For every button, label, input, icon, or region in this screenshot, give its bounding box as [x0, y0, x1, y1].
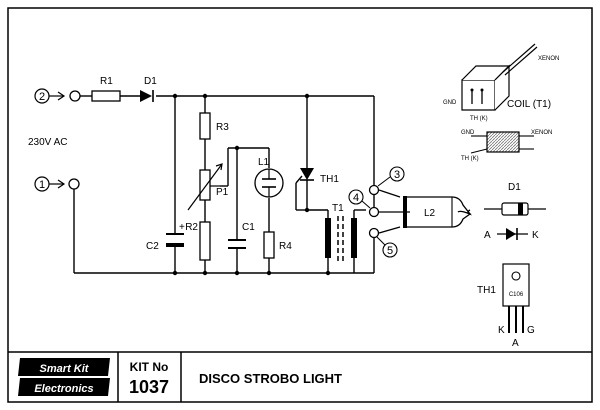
transformer-t1: T1 [325, 203, 357, 262]
coil-3d-legend: XENON GND TH (K) COIL (T1) [443, 43, 559, 122]
svg-text:D1: D1 [144, 76, 157, 87]
svg-text:R1: R1 [100, 76, 113, 87]
svg-text:GND: GND [461, 130, 475, 136]
svg-text:A: A [512, 338, 519, 349]
project-title: DISCO STROBO LIGHT [199, 371, 342, 386]
svg-text:TH (K): TH (K) [461, 156, 479, 162]
junction-dots [172, 93, 331, 276]
diode-d1: D1 [140, 76, 157, 102]
svg-text:R2: R2 [185, 222, 198, 233]
thyristor-th1: TH1 [300, 168, 339, 185]
svg-text:R3: R3 [216, 122, 229, 133]
resistor-r4: R4 [263, 231, 292, 259]
svg-text:XENON: XENON [531, 130, 552, 136]
potentiometer-p1: P1 [187, 163, 229, 211]
svg-text:T1: T1 [332, 203, 344, 214]
svg-text:K: K [532, 230, 539, 241]
svg-text:5: 5 [387, 245, 393, 257]
capacitor-c2: + C2 [146, 222, 185, 252]
resistor-r3: R3 [199, 112, 229, 140]
svg-text:TH (K): TH (K) [470, 116, 488, 122]
svg-text:A: A [484, 230, 491, 241]
svg-text:R4: R4 [279, 241, 292, 252]
diode-package-legend: D1 A K [484, 182, 546, 241]
svg-text:K: K [498, 325, 505, 336]
svg-text:P1: P1 [216, 187, 229, 198]
svg-text:TH1: TH1 [320, 174, 339, 185]
svg-text:L2: L2 [424, 208, 436, 219]
neon-lamp-l1: L1 [254, 157, 284, 198]
terminal-2: 2 [34, 88, 81, 104]
kit-number: 1037 [129, 377, 169, 397]
xenon-tube-l2: L2 3 4 5 [348, 166, 472, 258]
svg-text:C106: C106 [509, 292, 524, 298]
svg-text:Electronics: Electronics [34, 383, 93, 395]
svg-text:TH1: TH1 [477, 285, 496, 296]
kit-label: KIT No [130, 360, 169, 374]
svg-text:C2: C2 [146, 241, 159, 252]
svg-text:XENON: XENON [538, 56, 559, 62]
svg-text:D1: D1 [508, 182, 521, 193]
terminal-1: 1 [34, 176, 80, 192]
drawing-border [7, 7, 593, 403]
svg-text:2: 2 [39, 91, 45, 103]
svg-text:GND: GND [443, 100, 457, 106]
svg-text:4: 4 [353, 192, 359, 204]
svg-text:1: 1 [39, 179, 45, 191]
supply-voltage-label: 230V AC [28, 137, 67, 148]
svg-text:Smart Kit: Smart Kit [40, 363, 90, 375]
svg-text:+: + [179, 222, 185, 233]
capacitor-c1: C1 [228, 222, 255, 249]
svg-text:G: G [527, 325, 535, 336]
svg-text:C1: C1 [242, 222, 255, 233]
resistor-r1: R1 [91, 76, 121, 102]
brand-logo: Smart Kit Electronics [14, 356, 114, 398]
coil-flat-legend: GND XENON TH (K) [461, 130, 552, 162]
svg-text:L1: L1 [258, 157, 270, 168]
svg-text:3: 3 [394, 169, 400, 181]
resistor-r2: R2 [185, 221, 211, 261]
svg-text:COIL (T1): COIL (T1) [507, 99, 551, 110]
thyristor-package-legend: TH1 C106 K A G [477, 263, 535, 349]
